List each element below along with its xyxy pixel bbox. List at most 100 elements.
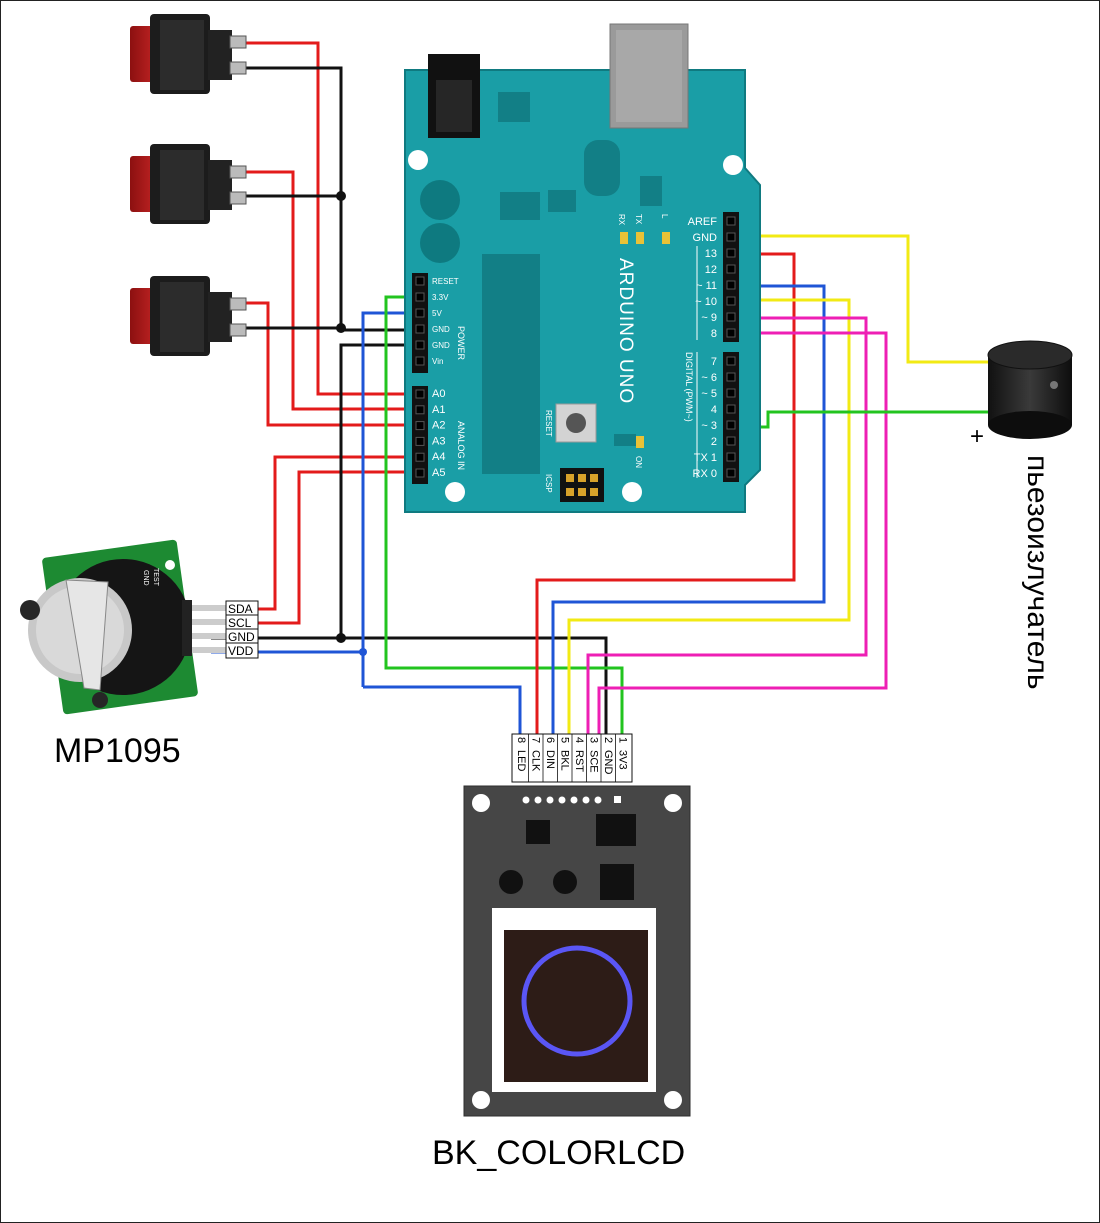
push-button-3 <box>130 276 247 356</box>
rtc-pin-scl: SCL <box>228 616 252 630</box>
rtc-silk-gnd: GND <box>142 570 149 586</box>
power-pin-socket <box>415 356 425 366</box>
power-pin-socket <box>415 340 425 350</box>
led-l-label: L <box>660 214 669 219</box>
digital-pin-socket <box>726 436 736 446</box>
analog-pin-label: A2 <box>432 420 445 432</box>
digital-pin-socket <box>726 356 736 366</box>
digital-pin-label: 2 <box>711 436 717 448</box>
analog-pin-label: A1 <box>432 404 445 416</box>
analog-pin-socket <box>415 436 425 446</box>
lcd-screen <box>504 930 648 1082</box>
push-button-2 <box>130 144 247 224</box>
rtc-label: MP1095 <box>54 732 181 770</box>
lcd-pin-number: 4 <box>573 737 585 743</box>
power-pin-socket <box>415 308 425 318</box>
digital-pin-label: ~ 10 <box>695 296 717 308</box>
lcd-pin-number: 6 <box>544 737 556 743</box>
push-button-1 <box>130 14 247 94</box>
rtc-module: TEST GND SDA SCL GND VDD <box>20 539 259 715</box>
buzzer-plus-sign: + <box>970 423 984 450</box>
digital-pin-label: ~ 3 <box>701 420 717 432</box>
digital-header-title: DIGITAL (PWM~) <box>684 352 694 422</box>
on-label: ON <box>634 456 643 468</box>
digital-pin-label: RX 0 <box>693 468 717 480</box>
digital-pin-socket <box>726 216 736 226</box>
digital-pin-label: 7 <box>711 356 717 368</box>
wire-button1-a0 <box>245 41 425 396</box>
rtc-silk-test: TEST <box>152 568 159 587</box>
digital-pin-label: ~ 9 <box>701 312 717 324</box>
rtc-pin-gnd: GND <box>228 630 255 644</box>
digital-pin-label: ~ 5 <box>701 388 717 400</box>
power-pin-label: GND <box>432 341 450 350</box>
power-pin-label: GND <box>432 325 450 334</box>
power-pin-label: 5V <box>432 309 442 318</box>
analog-header-title: ANALOG IN <box>456 421 466 470</box>
icsp-header <box>560 468 604 502</box>
wires <box>211 41 988 736</box>
digital-pin-socket <box>726 372 736 382</box>
digital-header-bottom <box>723 352 739 482</box>
rtc-pin-sda: SDA <box>228 602 253 616</box>
lcd-pin-name: DIN <box>544 750 556 769</box>
digital-pin-socket <box>726 468 736 478</box>
digital-pin-socket <box>726 452 736 462</box>
analog-pin-socket <box>415 468 425 478</box>
lcd-pin-name: CLK <box>530 750 542 772</box>
led-tx-label: TX <box>634 214 643 225</box>
lcd-pin-number: 2 <box>602 737 614 743</box>
lcd-pin-name: LED <box>515 750 527 771</box>
arduino-uno-board: RESET ICSP RX TX L ON ARDUINO UNO RESET3… <box>404 23 761 513</box>
buzzer-label: пьезоизлучатель <box>1021 455 1054 690</box>
wire-junctions <box>336 191 367 656</box>
lcd-pin-number: 5 <box>559 737 571 743</box>
digital-pin-label: 4 <box>711 404 717 416</box>
analog-pin-socket <box>415 389 425 399</box>
analog-pin-label: A4 <box>432 451 445 463</box>
analog-pin-label: A3 <box>432 435 445 447</box>
digital-pin-label: GND <box>693 232 718 244</box>
power-header-title: POWER <box>456 326 466 361</box>
digital-pin-label: 12 <box>705 264 717 276</box>
reset-label: RESET <box>544 410 553 437</box>
lcd-pin-number: 8 <box>515 737 527 743</box>
wire-d3-buzzer <box>729 410 988 429</box>
icsp-label: ICSP <box>544 474 553 493</box>
wire-d10-bkl <box>567 298 851 736</box>
power-pin-socket <box>415 276 425 286</box>
wire-d11-din <box>551 284 826 736</box>
analog-pin-socket <box>415 452 425 462</box>
wire-button2-a1 <box>245 170 425 411</box>
analog-pin-socket <box>415 405 425 415</box>
lcd-pin-name: RST <box>573 750 585 772</box>
digital-pin-socket <box>726 328 736 338</box>
analog-pin-socket <box>415 421 425 431</box>
digital-pin-label: 8 <box>711 328 717 340</box>
digital-pin-label: ~ 6 <box>701 372 717 384</box>
digital-pin-socket <box>726 280 736 290</box>
digital-pin-socket <box>726 264 736 274</box>
atmega-chip <box>482 254 540 474</box>
digital-pin-label: ~ 11 <box>696 280 717 292</box>
rtc-pin-vdd: VDD <box>228 644 254 658</box>
digital-pin-socket <box>726 404 736 414</box>
digital-pin-socket <box>726 248 736 258</box>
analog-pin-label: A0 <box>432 388 445 400</box>
digital-pin-socket <box>726 232 736 242</box>
digital-header-top <box>723 212 739 342</box>
power-pin-socket <box>415 292 425 302</box>
lcd-pin-name: BKL <box>559 750 571 771</box>
analog-pin-label: A5 <box>432 467 445 479</box>
wire-buttons-gnd <box>245 66 425 332</box>
power-pin-label: 3.3V <box>432 293 449 302</box>
digital-pin-socket <box>726 388 736 398</box>
wire-d13-clk <box>535 252 796 736</box>
lcd-pin-name: 3V3 <box>617 750 629 770</box>
digital-pin-label: AREF <box>688 216 718 228</box>
wire-button3-a2 <box>245 301 425 427</box>
power-pin-label: RESET <box>432 277 459 286</box>
digital-pin-label: TX 1 <box>694 452 717 464</box>
